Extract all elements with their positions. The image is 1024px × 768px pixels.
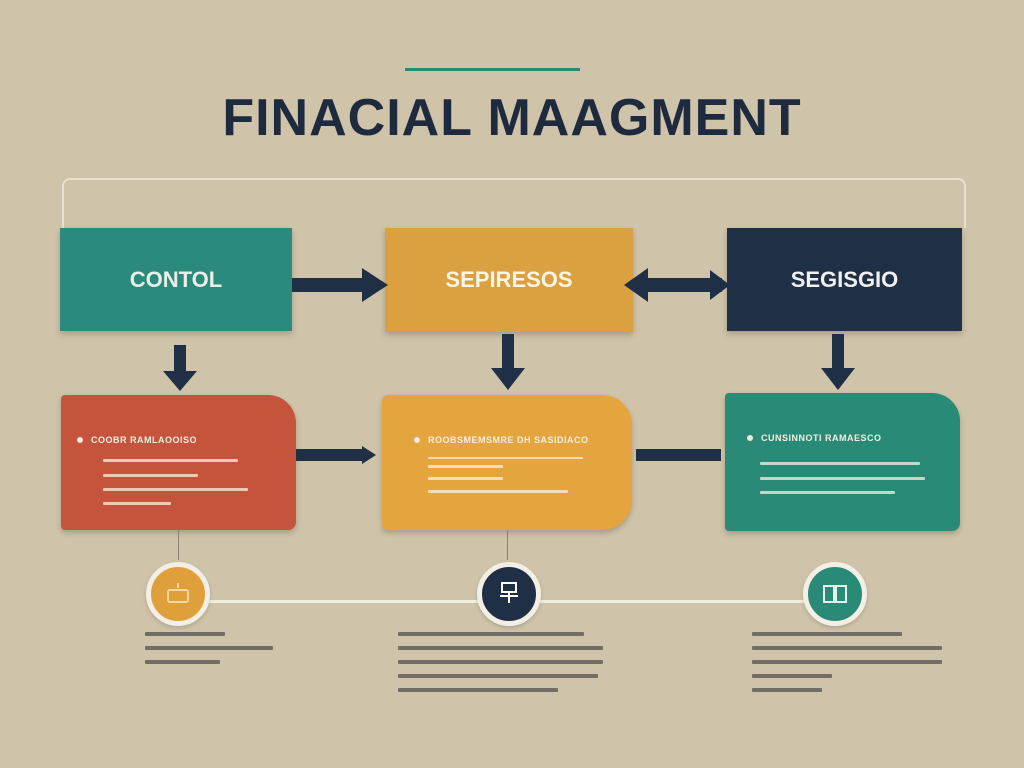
card-header: ROOBSMEMSMRE DH SASIDIACO	[428, 435, 589, 445]
arrow-down-icon	[163, 345, 197, 391]
arrow-down-icon	[491, 334, 525, 390]
page-title: FINACIAL MAAGMENT	[222, 89, 802, 147]
box-control[interactable]: CONTOL	[60, 228, 292, 331]
bullet-icon	[77, 437, 83, 443]
arrow-right-icon	[292, 268, 388, 302]
bracket-frame	[62, 178, 966, 228]
connector-bar	[636, 449, 721, 461]
card-orange: ROOBSMEMSMRE DH SASIDIACO	[382, 395, 632, 530]
card-header: CUNSINNOTI RAMAESCO	[761, 433, 882, 443]
computer-user-icon	[477, 562, 541, 626]
arrow-down-icon	[821, 334, 855, 390]
shield-icon	[414, 437, 420, 443]
box-segisgio[interactable]: SEGISGIO	[727, 228, 962, 331]
card-header: COOBR RAMLAOOISO	[91, 435, 197, 445]
box-sepiresos[interactable]: SEPIRESOS	[385, 228, 633, 332]
arrow-double-icon	[624, 268, 730, 302]
card-teal: CUNSINNOTI RAMAESCO	[725, 393, 960, 531]
arrow-right-icon	[296, 446, 376, 464]
coffee-cup-icon	[146, 562, 210, 626]
bullet-icon	[747, 435, 753, 441]
book-icon	[803, 562, 867, 626]
card-red: COOBR RAMLAOOISO	[61, 395, 296, 530]
title-accent-line	[405, 68, 580, 71]
